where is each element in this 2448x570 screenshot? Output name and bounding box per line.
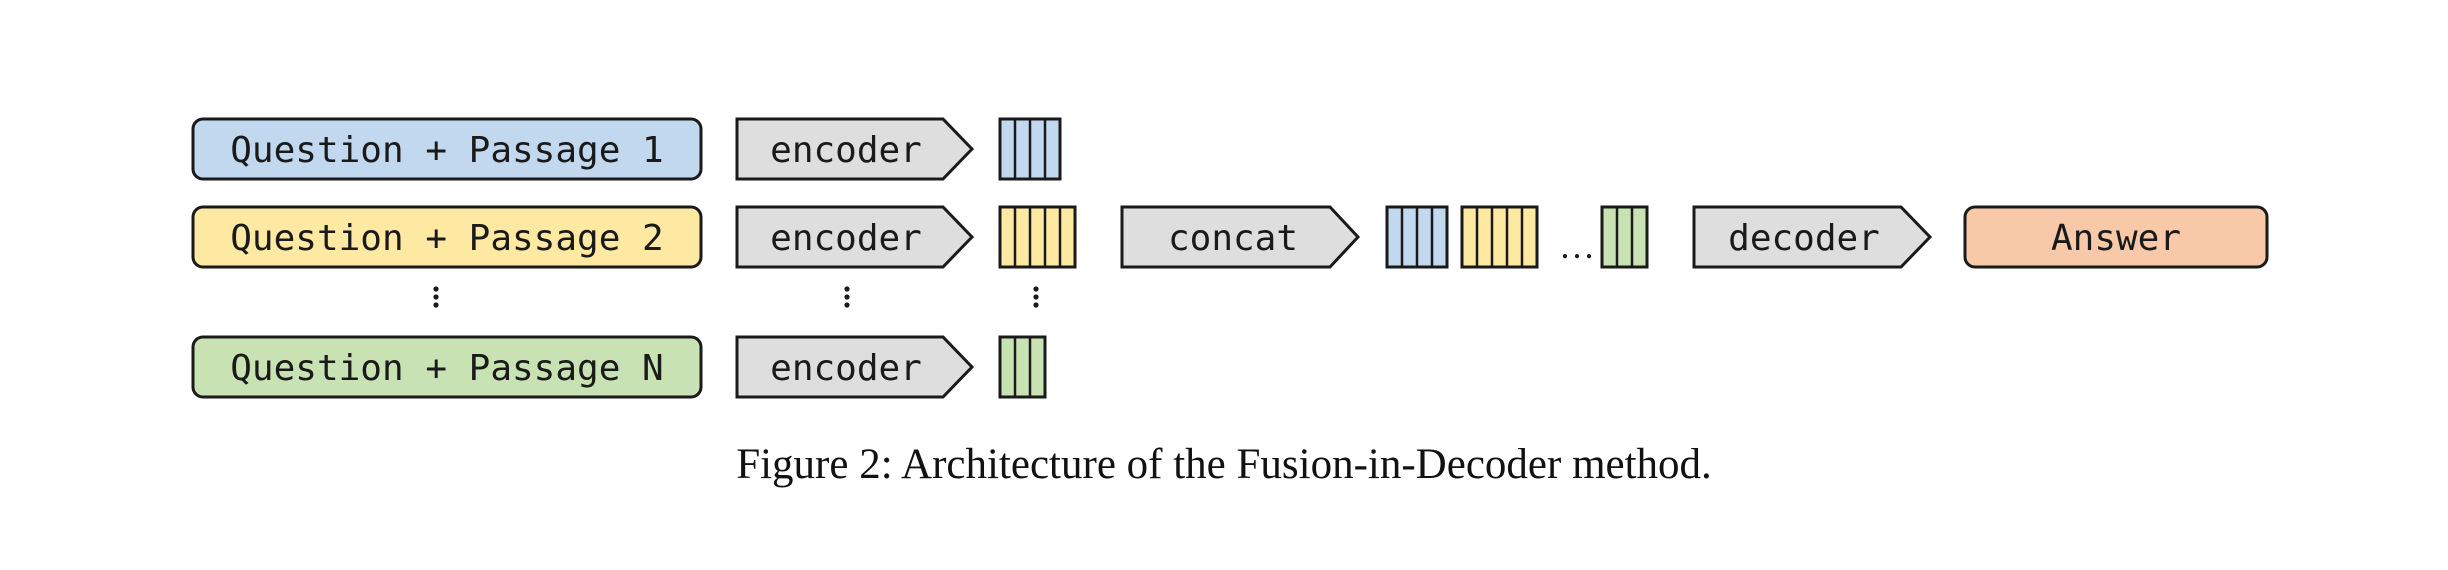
encoder-block-1 bbox=[735, 117, 975, 181]
concat-block bbox=[1120, 205, 1361, 269]
figure-caption: Figure 2: Architecture of the Fusion-in-… bbox=[736, 441, 1712, 488]
encoder-block-2 bbox=[735, 205, 975, 269]
vertical-ellipsis-inputs bbox=[433, 286, 439, 308]
input-box-passage-n bbox=[191, 335, 703, 399]
concat-tokens-passage-2 bbox=[1460, 205, 1539, 269]
decoder-label: decoder bbox=[1728, 218, 1880, 259]
concat-tokens-passage-1 bbox=[1385, 205, 1449, 269]
encoder-label-n: encoder bbox=[770, 348, 922, 389]
decoder-block bbox=[1692, 205, 1933, 269]
concat-tokens-passage-n bbox=[1600, 205, 1649, 269]
token-block bbox=[1600, 205, 1649, 269]
vertical-ellipsis-tokens bbox=[1033, 286, 1039, 308]
token-block bbox=[998, 335, 1047, 399]
input-label-passage-2: Question + Passage 2 bbox=[230, 218, 663, 259]
vertical-ellipsis-encoders bbox=[844, 286, 850, 308]
token-stack-passage-2 bbox=[998, 205, 1077, 269]
token-stack-passage-n bbox=[998, 335, 1047, 399]
concat-label: concat bbox=[1168, 218, 1298, 259]
token-stack-passage-1 bbox=[998, 117, 1062, 181]
input-label-passage-n: Question + Passage N bbox=[230, 348, 663, 389]
encoder-label-2: encoder bbox=[770, 218, 922, 259]
concat-ellipsis: … bbox=[1559, 226, 1595, 266]
encoder-block-n bbox=[735, 335, 975, 399]
input-label-passage-1: Question + Passage 1 bbox=[230, 130, 663, 171]
input-box-passage-1 bbox=[191, 117, 703, 181]
token-block bbox=[998, 205, 1077, 269]
answer-box bbox=[1963, 205, 2269, 269]
answer-label: Answer bbox=[2051, 218, 2181, 259]
encoder-label-1: encoder bbox=[770, 130, 922, 171]
token-block bbox=[1460, 205, 1539, 269]
input-box-passage-2 bbox=[191, 205, 703, 269]
